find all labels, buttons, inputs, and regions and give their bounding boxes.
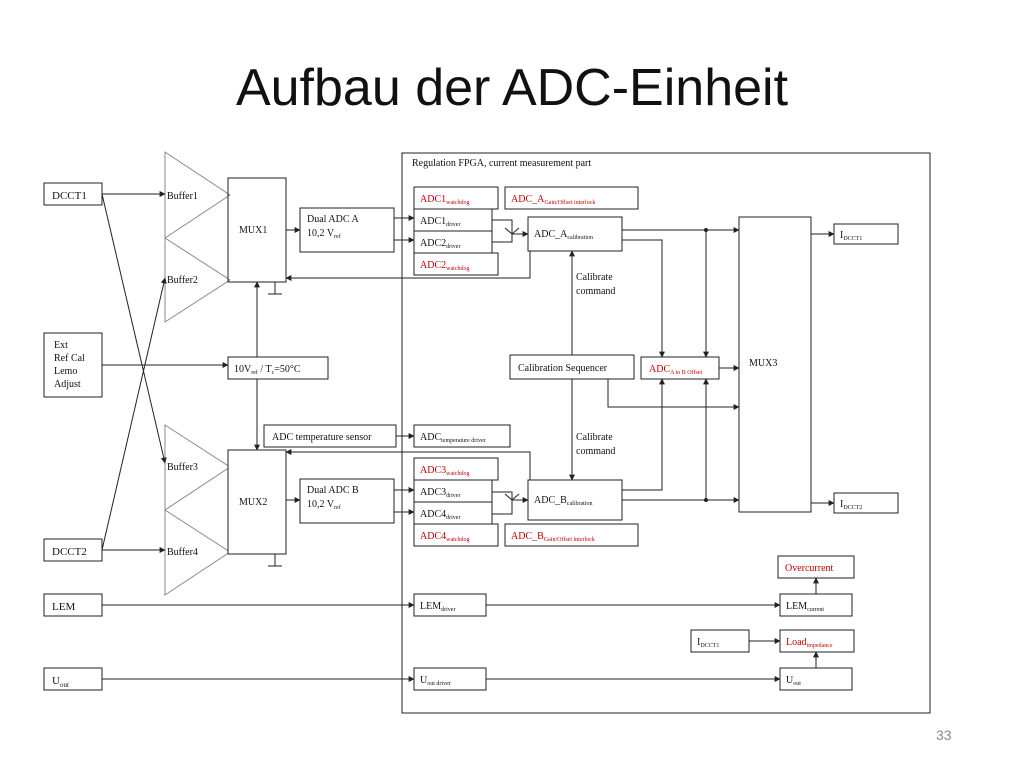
idcct1-small-label: IDCCT1 bbox=[697, 637, 719, 649]
dcct1-label: DCCT1 bbox=[52, 190, 87, 202]
mux3-box bbox=[738, 216, 812, 513]
buffer1-label: Buffer1 bbox=[167, 191, 198, 202]
dual-adc-b-box bbox=[299, 478, 395, 524]
adc-b-calibration-label: ADC_Bcalibration bbox=[534, 495, 592, 507]
dual-adc-b-label: Dual ADC B 10,2 Vref bbox=[307, 485, 361, 511]
adc4-watchdog-label: ADC4watchdog bbox=[420, 531, 469, 543]
dual-adc-a-label: Dual ADC A 10,2 Vref bbox=[307, 214, 361, 240]
uout-final-label: Uout bbox=[786, 675, 801, 687]
calibration-sequencer-box bbox=[509, 354, 635, 380]
calibrate-command-upper-label: Calibrate command bbox=[576, 272, 615, 297]
idcct1-output-label: IDCCT1 bbox=[840, 230, 862, 242]
adc4-driver-label: ADC4driver bbox=[420, 509, 460, 521]
adc4-watchdog-box bbox=[413, 523, 499, 547]
adc-a-interlock-label: ADC_AGain/Offset interlock bbox=[511, 194, 595, 206]
ext-ref-label: Ext Ref Cal Lemo Adjust bbox=[54, 340, 87, 390]
mux1-ground-symbol bbox=[268, 282, 282, 295]
adc-a-to-b-offset-label: ADCA to B Offset bbox=[649, 364, 703, 376]
adc3-driver-label: ADC3driver bbox=[420, 487, 460, 499]
adc-temperature-sensor-label: ADC temperature sensor bbox=[272, 432, 372, 443]
adc2-watchdog-label: ADC2watchdog bbox=[420, 260, 469, 272]
lem-input-label: LEM bbox=[52, 601, 75, 613]
uout-driver-label: Uout driver bbox=[420, 675, 451, 687]
adc-b-interlock-box bbox=[504, 523, 639, 547]
adc-b-interlock-label: ADC_BGain/Offset interlock bbox=[511, 531, 595, 543]
lem-driver-label: LEMdriver bbox=[420, 601, 455, 613]
buffer3-label: Buffer3 bbox=[167, 462, 198, 473]
calibrate-command-lower-label: Calibrate command bbox=[576, 432, 615, 457]
ext-line-4: Adjust bbox=[54, 379, 81, 390]
adc-a-calibration-label: ADC_Acalibration bbox=[534, 229, 593, 241]
buffer3-shape bbox=[164, 424, 231, 511]
mux1-label: MUX1 bbox=[239, 225, 267, 236]
adc2-driver-label: ADC2driver bbox=[420, 238, 460, 250]
uout-input-label: Uout bbox=[52, 675, 69, 689]
idcct2-output-label: IDCCT2 bbox=[840, 499, 862, 511]
fpga-label: Regulation FPGA, current measurement par… bbox=[412, 158, 591, 169]
mux2-box bbox=[227, 449, 287, 555]
mux2-ground-symbol bbox=[268, 554, 282, 567]
vref-box bbox=[227, 356, 329, 380]
ext-line-2: Ref Cal bbox=[54, 353, 85, 364]
ext-line-3: Lemo bbox=[54, 366, 77, 377]
connection-wires bbox=[101, 191, 835, 682]
slide-title: Aufbau der ADC-Einheit bbox=[235, 59, 789, 117]
overcurrent-label: Overcurrent bbox=[785, 563, 834, 574]
vref-label: 10Vref / Tc=50°C bbox=[234, 364, 301, 376]
mux2-label: MUX2 bbox=[239, 497, 267, 508]
adc-temperature-driver-label: ADCtemperature driver bbox=[420, 432, 486, 444]
mux3-label: MUX3 bbox=[749, 358, 777, 369]
adc1-watchdog-label: ADC1watchdog bbox=[420, 194, 469, 206]
calibration-sequencer-label: Calibration Sequencer bbox=[518, 363, 608, 374]
adc1-driver-label: ADC1driver bbox=[420, 216, 460, 228]
dual-adc-a-box bbox=[299, 207, 395, 253]
adc-a-interlock-box bbox=[504, 186, 639, 210]
dcct2-label: DCCT2 bbox=[52, 546, 87, 558]
buffer2-label: Buffer2 bbox=[167, 275, 198, 286]
ext-line-1: Ext bbox=[54, 340, 68, 351]
adc2-watchdog-box bbox=[413, 252, 499, 276]
adc-b-calibration-box bbox=[527, 479, 623, 521]
buffer4-label: Buffer4 bbox=[167, 547, 198, 558]
lem-current-label: LEMcurrent bbox=[786, 601, 824, 613]
page-number: 33 bbox=[936, 727, 952, 743]
load-impedance-label: Loadimpedance bbox=[786, 637, 833, 649]
adc3-watchdog-label: ADC3watchdog bbox=[420, 465, 469, 477]
